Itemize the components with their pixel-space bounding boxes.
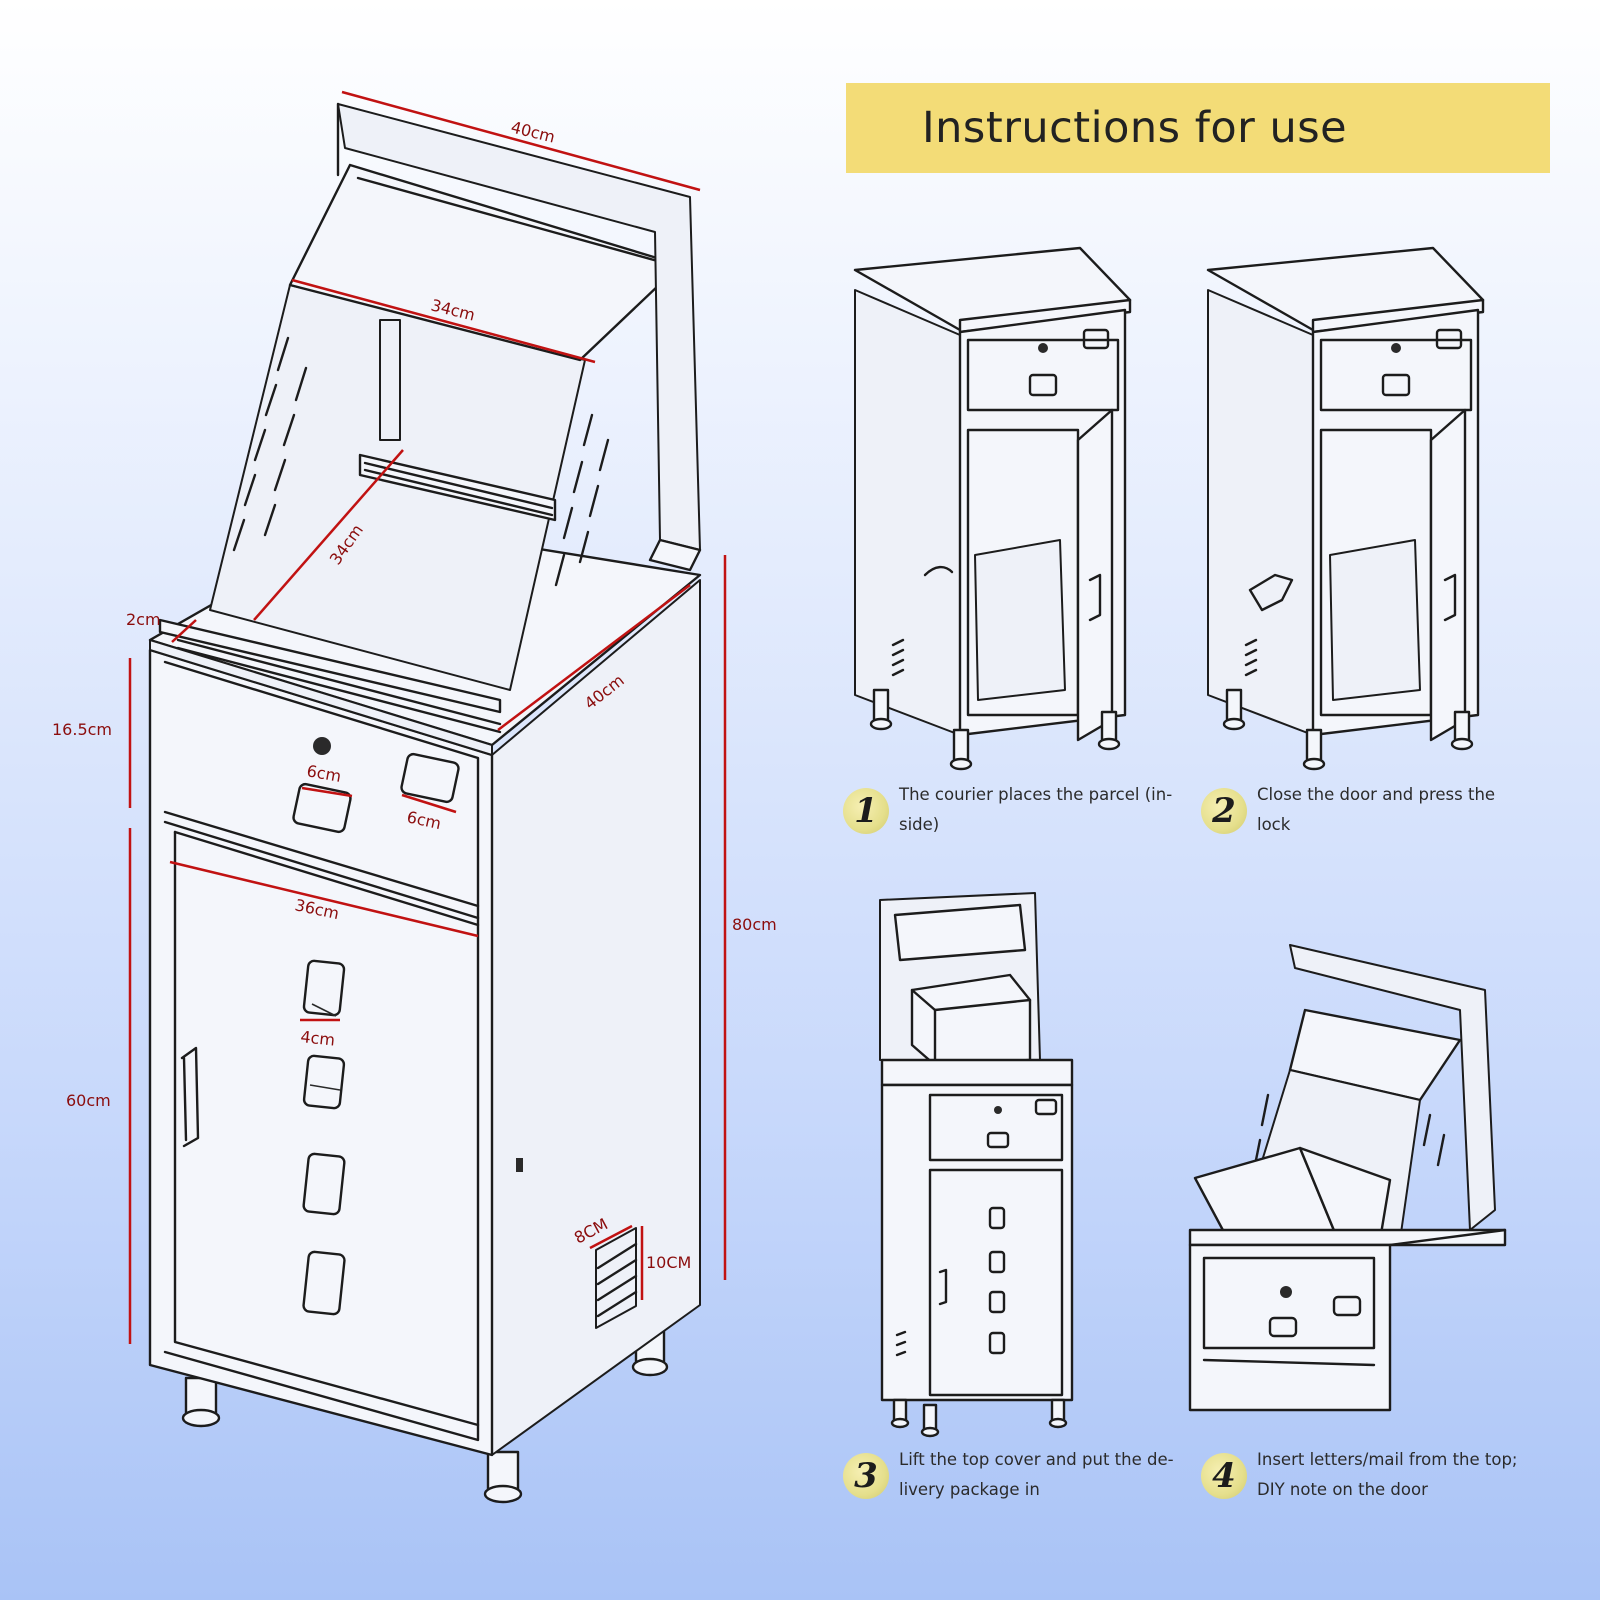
step-3-text-line-1: Lift the top cover and put the de-: [899, 1450, 1174, 1469]
step-2-text-line-2: lock: [1257, 815, 1291, 834]
step-4-badge: 4: [1201, 1453, 1247, 1499]
step-4-text-line-2: DIY note on the door: [1257, 1480, 1428, 1499]
step-4-illustration: [1188, 944, 1507, 1412]
lock-keyhole: [313, 737, 331, 755]
dim-door-vent: 4cm: [300, 1027, 336, 1050]
dim-rim: 2cm: [126, 610, 161, 629]
dim-total-height: 80cm: [732, 915, 777, 934]
step-3-text-line-2: livery package in: [899, 1480, 1040, 1499]
step-2-text-line-1: Close the door and press the: [1257, 785, 1496, 804]
top-chute-assembly: [158, 102, 702, 734]
step-1-text-line-2: side): [899, 815, 940, 834]
dimension-lines: [128, 90, 727, 1344]
step-4-caption: 4 Insert letters/mail from the top; DIY …: [1201, 1445, 1518, 1505]
step-3-illustration: [879, 892, 1074, 1438]
dim-handle-width: 40cm: [509, 117, 557, 146]
step-2-badge: 2: [1201, 788, 1247, 834]
step-1-text-line-1: The courier places the parcel (in-: [899, 785, 1173, 804]
dim-drawer-height: 16.5cm: [52, 720, 112, 739]
main-cabinet-drawing: 40cm 34cm 34cm 2cm 40cm 16.5cm 6cm 6cm 3…: [52, 90, 777, 1504]
cabinet-legs: [181, 1323, 669, 1504]
dim-door-height: 60cm: [66, 1091, 111, 1110]
step-2-illustration: [1206, 246, 1485, 771]
page-title: Instructions for use: [922, 103, 1348, 153]
step-1-illustration: [853, 246, 1132, 771]
step-2-caption: 2 Close the door and press the lock: [1201, 780, 1495, 840]
step-3-caption: 3 Lift the top cover and put the de- liv…: [843, 1445, 1174, 1505]
door-vent-slots: [302, 959, 346, 1316]
door-handle: [180, 1046, 200, 1148]
step-1-badge: 1: [843, 788, 889, 834]
step-4-text-line-1: Insert letters/mail from the top;: [1257, 1450, 1518, 1469]
side-vent-louvres: [595, 1227, 638, 1329]
instructions-banner: Instructions for use: [846, 83, 1550, 173]
dim-side-vent-height: 10CM: [646, 1253, 691, 1272]
step-3-badge: 3: [843, 1453, 889, 1499]
step-1-caption: 1 The courier places the parcel (in- sid…: [843, 780, 1172, 840]
